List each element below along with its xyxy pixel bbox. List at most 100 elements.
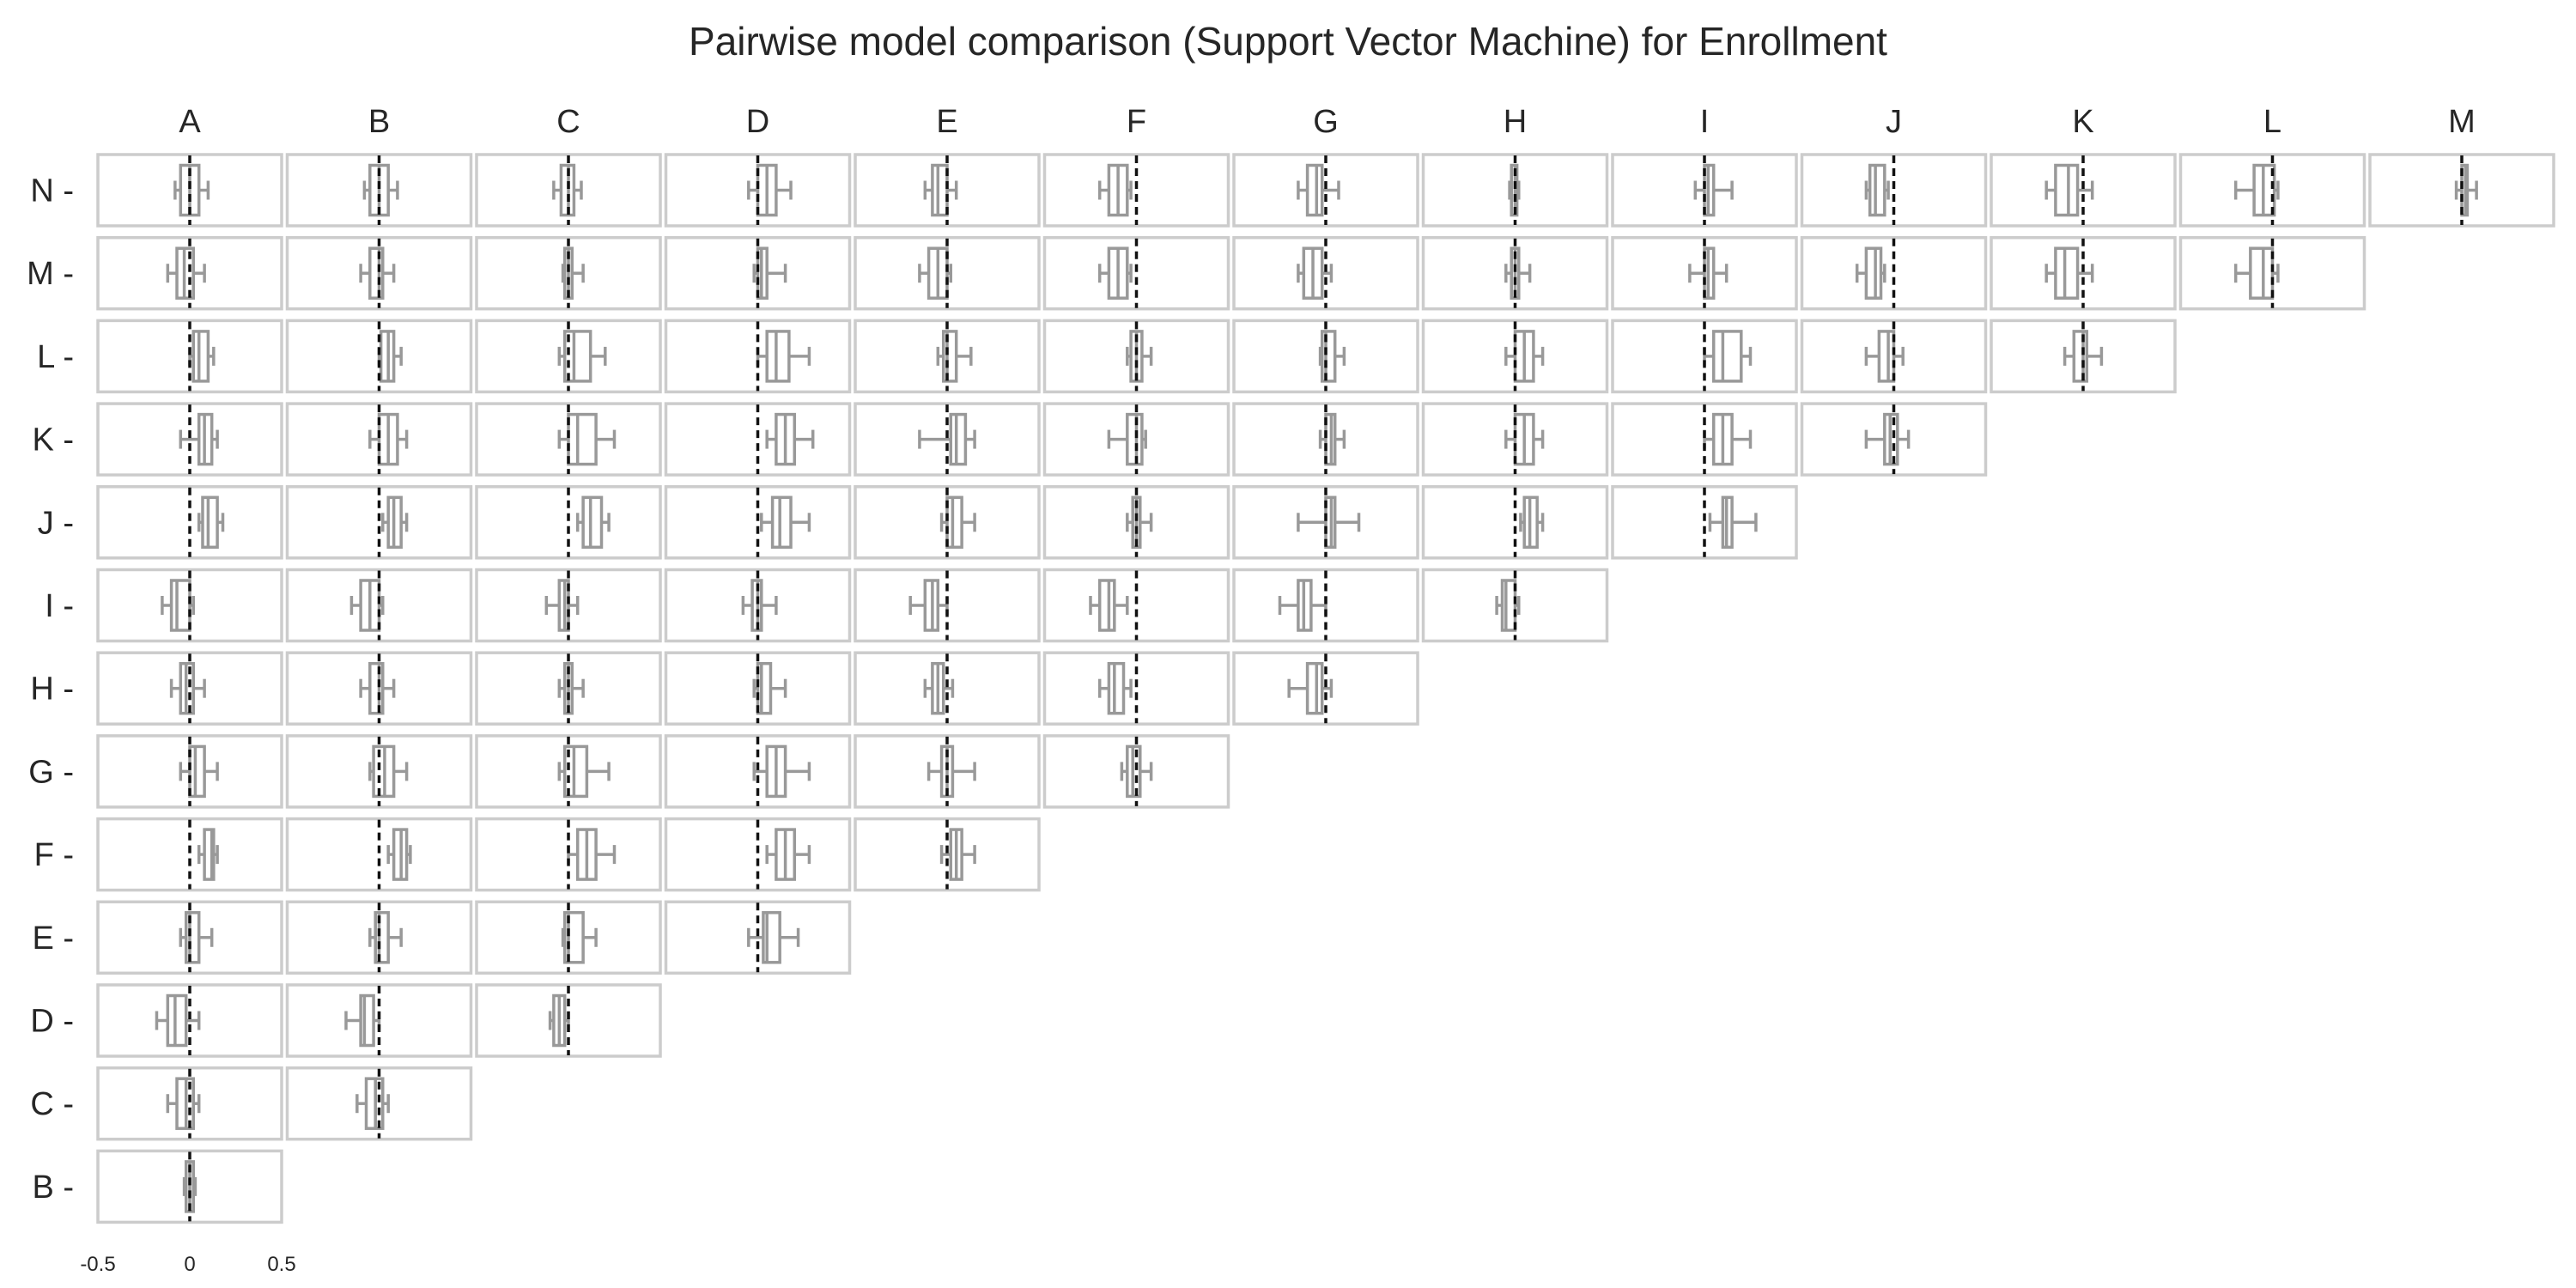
panel-n-vs-l <box>2178 153 2366 228</box>
panel-frame <box>96 817 283 892</box>
chart-title: Pairwise model comparison (Support Vecto… <box>689 19 1887 64</box>
panel-j-vs-h <box>1421 485 1609 560</box>
column-label-f: F <box>1127 104 1146 140</box>
panel-m-vs-l <box>2178 235 2366 311</box>
column-label-g: G <box>1313 104 1339 140</box>
panel-h-vs-a <box>96 651 283 726</box>
panel-m-vs-k <box>1990 235 2177 311</box>
panel-e-vs-b <box>285 900 473 975</box>
panel-m-vs-c <box>475 235 662 311</box>
panel-n-vs-j <box>1800 153 1988 228</box>
iqr-box <box>368 661 385 715</box>
row-label-d: D - <box>30 1004 74 1040</box>
panel-frame <box>1800 235 1988 311</box>
panel-j-vs-i <box>1611 485 1798 560</box>
panel-n-vs-h <box>1421 153 1609 228</box>
iqr-box <box>184 911 201 964</box>
iqr-box <box>1305 661 1324 715</box>
panel-h-vs-f <box>1042 651 1230 726</box>
panel-h-vs-d <box>664 651 852 726</box>
panel-d-vs-b <box>285 983 473 1058</box>
panel-frame <box>664 402 852 477</box>
panel-n-vs-m <box>2368 153 2555 228</box>
iqr-box <box>1107 661 1126 715</box>
x-tick-label: 0.5 <box>267 1253 295 1276</box>
panel-g-vs-c <box>475 734 662 809</box>
panel-i-vs-b <box>285 568 473 643</box>
panel-m-vs-i <box>1611 235 1798 311</box>
panel-l-vs-h <box>1421 319 1609 394</box>
panel-m-vs-h <box>1421 235 1609 311</box>
panel-frame <box>1421 485 1609 560</box>
iqr-box <box>945 495 963 550</box>
panel-k-vs-e <box>854 402 1041 477</box>
panel-frame <box>1042 153 1230 228</box>
iqr-box <box>203 828 216 881</box>
row-label-h: H - <box>30 671 74 708</box>
panel-e-vs-d <box>664 900 852 975</box>
panel-n-vs-g <box>1232 153 1419 228</box>
iqr-box <box>1868 163 1886 217</box>
panel-n-vs-i <box>1611 153 1798 228</box>
panel-g-vs-d <box>664 734 852 809</box>
panel-i-vs-g <box>1232 568 1419 643</box>
panel-k-vs-h <box>1421 402 1609 477</box>
panel-e-vs-a <box>96 900 283 975</box>
panel-frame <box>1042 651 1230 726</box>
column-label-b: B <box>368 104 390 140</box>
panel-l-vs-e <box>854 319 1041 394</box>
column-label-a: A <box>179 104 201 140</box>
panel-c-vs-b <box>285 1066 473 1141</box>
iqr-box <box>1305 163 1324 217</box>
panel-l-vs-g <box>1232 319 1419 394</box>
row-label-c: C - <box>30 1086 74 1122</box>
panel-f-vs-a <box>96 817 283 892</box>
iqr-box <box>1500 579 1517 632</box>
column-label-d: D <box>746 104 769 140</box>
column-label-m: M <box>2448 104 2476 140</box>
panel-n-vs-d <box>664 153 852 228</box>
panel-grid <box>96 153 2555 1224</box>
panel-m-vs-f <box>1042 235 1230 311</box>
iqr-box <box>191 330 210 383</box>
panel-i-vs-a <box>96 568 283 643</box>
row-label-j: J - <box>38 505 74 541</box>
iqr-box <box>1320 330 1337 383</box>
panel-d-vs-a <box>96 983 283 1058</box>
panel-n-vs-f <box>1042 153 1230 228</box>
panel-j-vs-g <box>1232 485 1419 560</box>
panel-m-vs-a <box>96 235 283 311</box>
iqr-box <box>374 911 390 964</box>
panel-frame <box>1042 568 1230 643</box>
iqr-box <box>931 163 949 217</box>
iqr-box <box>2054 246 2080 300</box>
iqr-box <box>2072 330 2089 383</box>
panel-m-vs-e <box>854 235 1041 311</box>
iqr-box <box>1877 330 1896 383</box>
iqr-box <box>770 495 793 550</box>
panel-i-vs-d <box>664 568 852 643</box>
panel-frame <box>1800 153 1988 228</box>
panel-i-vs-c <box>475 568 662 643</box>
panel-j-vs-e <box>854 485 1041 560</box>
panel-k-vs-i <box>1611 402 1798 477</box>
panel-m-vs-b <box>285 235 473 311</box>
row-label-b: B - <box>32 1170 74 1206</box>
iqr-box <box>1097 579 1116 632</box>
panel-n-vs-b <box>285 153 473 228</box>
panel-frame <box>664 817 852 892</box>
row-label-k: K - <box>32 422 74 459</box>
panel-l-vs-j <box>1800 319 1988 394</box>
iqr-box <box>765 330 791 383</box>
iqr-box <box>201 495 219 550</box>
panel-j-vs-c <box>475 485 662 560</box>
iqr-box <box>1711 330 1743 383</box>
panel-g-vs-a <box>96 734 283 809</box>
panel-k-vs-b <box>285 402 473 477</box>
panel-l-vs-c <box>475 319 662 394</box>
row-label-e: E - <box>32 920 74 957</box>
row-label-f: F - <box>34 837 74 873</box>
iqr-box <box>762 911 781 964</box>
